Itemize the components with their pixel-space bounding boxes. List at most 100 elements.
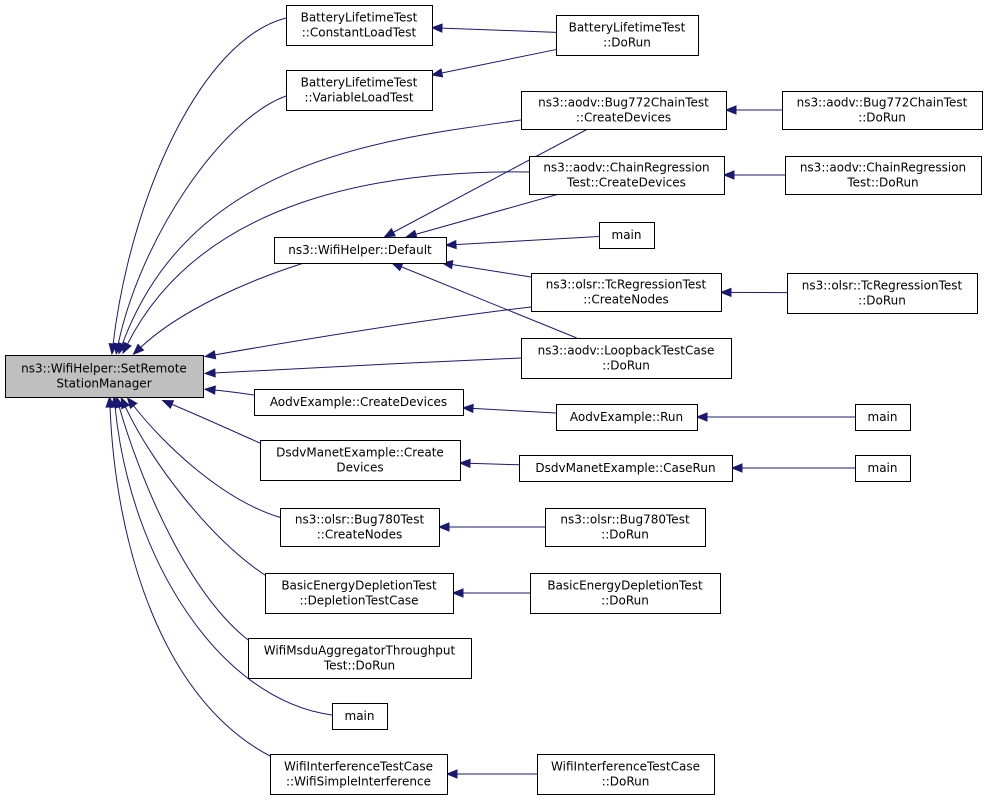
node-main4[interactable]: main bbox=[332, 703, 388, 730]
edge-chain_dorun-to-chain_cd bbox=[722, 170, 785, 180]
node-box bbox=[537, 754, 715, 795]
edge-arrowhead bbox=[458, 458, 471, 469]
edge-line bbox=[117, 95, 287, 346]
node-main3[interactable]: main bbox=[855, 455, 911, 482]
node-box bbox=[270, 754, 448, 795]
edge-arrowhead bbox=[161, 400, 175, 409]
node-label-line: ::DoRun bbox=[858, 111, 906, 125]
node-box bbox=[274, 237, 447, 264]
edge-arrowhead bbox=[203, 350, 217, 360]
edge-main1-to-wifi_default bbox=[444, 236, 600, 250]
node-bug780_dorun[interactable]: ns3::olsr::Bug780Test::DoRun bbox=[545, 508, 706, 547]
edge-arrowhead bbox=[383, 227, 396, 238]
node-box bbox=[530, 573, 721, 614]
node-blt_const[interactable]: BatteryLifetimeTest::ConstantLoadTest bbox=[286, 5, 433, 46]
node-label-line: Test::CreateDevices bbox=[566, 176, 686, 190]
node-aodv_run[interactable]: AodvExample::Run bbox=[556, 404, 698, 431]
edge-tc_cn-to-wifi_default bbox=[441, 259, 532, 278]
node-blt_dorun[interactable]: BatteryLifetimeTest::DoRun bbox=[556, 15, 699, 56]
node-main2[interactable]: main bbox=[855, 404, 911, 431]
edge-line bbox=[213, 306, 532, 356]
node-wit_wsi[interactable]: WifiInterferenceTestCase::WifiSimpleInte… bbox=[270, 754, 448, 795]
node-box bbox=[785, 156, 982, 195]
node-label-line: ::VariableLoadTest bbox=[304, 91, 413, 105]
node-box bbox=[531, 273, 722, 312]
edge-line bbox=[118, 405, 256, 646]
edge-line bbox=[132, 404, 283, 519]
edge-dsdv_caserun-to-dsdv_cd bbox=[458, 458, 520, 469]
node-label-line: ::DoRun bbox=[602, 359, 650, 373]
node-label-line: ::CreateDevices bbox=[576, 111, 671, 125]
node-bug772_cd[interactable]: ns3::aodv::Bug772ChainTest::CreateDevice… bbox=[521, 91, 727, 130]
edge-line bbox=[112, 17, 287, 346]
edge-chain_cd-to-root bbox=[122, 171, 530, 355]
edges-layer bbox=[105, 17, 855, 779]
node-label-line: ::DoRun bbox=[601, 594, 649, 608]
edge-main3-to-dsdv_caserun bbox=[730, 463, 855, 473]
edge-line bbox=[124, 405, 269, 578]
node-label-line: ::DoRun bbox=[602, 775, 650, 789]
edge-arrowhead bbox=[404, 229, 418, 239]
edge-arrowhead bbox=[203, 385, 216, 395]
node-chain_cd[interactable]: ns3::aodv::ChainRegressionTest::CreateDe… bbox=[529, 156, 725, 195]
edge-arrowhead bbox=[105, 395, 115, 408]
edge-line bbox=[384, 128, 588, 238]
node-label-line: main bbox=[612, 228, 642, 242]
node-bug780_cn[interactable]: ns3::olsr::Bug780Test::CreateNodes bbox=[280, 508, 440, 547]
node-box bbox=[599, 222, 655, 249]
edge-arrowhead bbox=[461, 403, 474, 414]
node-box bbox=[248, 638, 472, 679]
node-label-line: DsdvManetExample::Create bbox=[276, 446, 444, 460]
edge-line bbox=[406, 193, 560, 238]
node-wit_dorun[interactable]: WifiInterferenceTestCase::DoRun bbox=[537, 754, 715, 795]
node-tc_cn[interactable]: ns3::olsr::TcRegressionTest::CreateNodes bbox=[531, 273, 722, 312]
node-main1[interactable]: main bbox=[599, 222, 655, 249]
node-bed_dorun[interactable]: BasicEnergyDepletionTest::DoRun bbox=[530, 573, 721, 614]
edge-arrowhead bbox=[451, 588, 464, 598]
edge-line bbox=[139, 262, 305, 349]
edge-chain_cd-to-wifi_default bbox=[404, 193, 560, 239]
node-label-line: ns3::olsr::Bug780Test bbox=[560, 513, 690, 527]
edge-wifi_default-to-root bbox=[132, 262, 305, 356]
node-label-line: ::ConstantLoadTest bbox=[302, 26, 417, 40]
node-tc_dorun[interactable]: ns3::olsr::TcRegressionTest::DoRun bbox=[787, 273, 978, 314]
node-dsdv_cd[interactable]: DsdvManetExample::CreateDevices bbox=[260, 440, 461, 481]
node-bed_dtc[interactable]: BasicEnergyDepletionTest::DepletionTestC… bbox=[265, 573, 454, 614]
edge-arrowhead bbox=[203, 368, 216, 378]
node-box bbox=[254, 389, 464, 416]
node-label-line: ns3::olsr::TcRegressionTest bbox=[546, 278, 707, 292]
node-box bbox=[556, 15, 699, 56]
node-aodv_cd[interactable]: AodvExample::CreateDevices bbox=[254, 389, 464, 416]
edge-aodv_run-to-aodv_cd bbox=[461, 403, 557, 414]
node-box bbox=[519, 455, 733, 482]
edge-arrowhead bbox=[132, 343, 145, 356]
edge-bug772_cd-to-wifi_default bbox=[383, 128, 588, 238]
edge-blt_var-to-root bbox=[113, 95, 287, 356]
edge-arrowhead bbox=[719, 287, 732, 298]
node-blt_var[interactable]: BatteryLifetimeTest::VariableLoadTest bbox=[286, 70, 433, 111]
edge-line bbox=[109, 405, 273, 758]
edge-aodv_cd-to-root bbox=[203, 385, 255, 396]
node-bug772_dorun[interactable]: ns3::aodv::Bug772ChainTest::DoRun bbox=[782, 91, 983, 130]
edge-arrowhead bbox=[437, 522, 450, 532]
node-label-line: ns3::aodv::ChainRegression bbox=[800, 161, 966, 175]
node-label-line: ns3::aodv::Bug772ChainTest bbox=[797, 96, 968, 110]
edge-tc_cn-to-root bbox=[203, 306, 532, 360]
node-label-line: BasicEnergyDepletionTest bbox=[281, 579, 437, 593]
node-wifi_default[interactable]: ns3::WifiHelper::Default bbox=[274, 237, 447, 264]
node-box bbox=[286, 70, 433, 111]
edge-line bbox=[114, 405, 333, 716]
node-label-line: BasicEnergyDepletionTest bbox=[547, 579, 703, 593]
node-label-line: AodvExample::Run bbox=[570, 410, 683, 424]
edge-blt_const-to-root bbox=[108, 17, 287, 356]
node-label-line: BatteryLifetimeTest bbox=[301, 76, 418, 90]
edge-wit_wsi-to-root bbox=[105, 395, 273, 758]
node-dsdv_caserun[interactable]: DsdvManetExample::CaseRun bbox=[519, 455, 733, 482]
edge-arrowhead bbox=[444, 239, 457, 250]
node-loopback[interactable]: ns3::aodv::LoopbackTestCase::DoRun bbox=[521, 338, 732, 379]
edge-arrowhead bbox=[126, 396, 138, 410]
node-label-line: ::CreateNodes bbox=[583, 293, 669, 307]
